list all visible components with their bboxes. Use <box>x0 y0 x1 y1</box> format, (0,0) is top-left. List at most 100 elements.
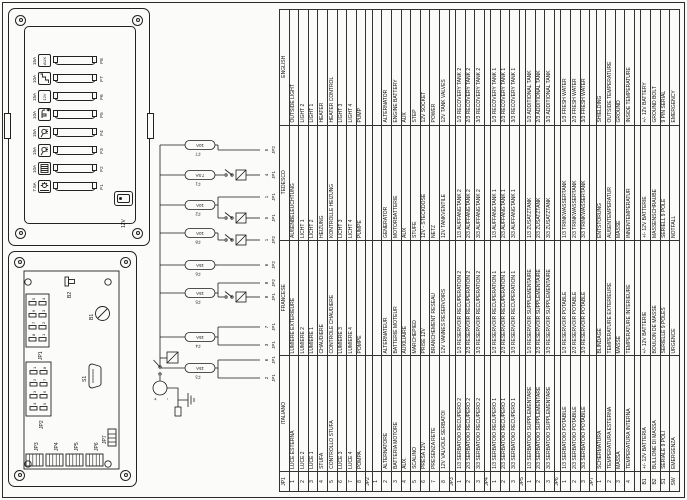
fuse-holder <box>53 164 97 174</box>
table-cell: 12V VANNES RESERVOIRS <box>439 240 449 356</box>
svg-text:7.5A: 7.5A <box>195 173 204 178</box>
table-cell: POMPE <box>356 240 366 356</box>
table-cell: 3/3 AUFFANGTANK 2 <box>474 125 485 241</box>
svg-text:F1: F1 <box>195 182 201 187</box>
table-cell: +/- 12V BATTERIE <box>640 125 651 241</box>
fuse-rating: 7.5A <box>32 182 37 192</box>
table-cell: MASSE <box>615 240 625 356</box>
svg-text:F5: F5 <box>195 300 201 305</box>
svg-text:F3: F3 <box>195 375 201 380</box>
table-cell: LIGHT 4 <box>346 9 357 126</box>
fuse-rating: 10A <box>32 74 37 84</box>
table-cell: POMPA <box>356 355 366 472</box>
pump-icon <box>38 109 51 122</box>
table-cell: 1 <box>596 471 606 492</box>
table-cell: 3 <box>474 471 485 492</box>
fuse-holder <box>53 128 97 138</box>
table-row: 1 <box>372 9 382 492</box>
svg-text:4: 4 <box>264 173 269 176</box>
table-cell: 3 <box>615 471 625 492</box>
svg-text:1: 1 <box>32 366 37 369</box>
svg-text:+: + <box>153 397 159 400</box>
table-cell: LUCE 3 <box>337 355 347 472</box>
svg-text:10A: 10A <box>196 203 204 208</box>
column-header: ENGLISH <box>279 9 290 126</box>
svg-text:1: 1 <box>41 333 46 336</box>
table-cell: 3/3 AUFFANGTANK 1 <box>509 125 520 241</box>
table-cell: ALTERNATOR <box>381 9 392 126</box>
fuse-designator: F8 <box>99 58 104 64</box>
table-cell: 1 <box>525 471 536 492</box>
table-cell: 2 <box>381 471 392 492</box>
table-cell: +/- 12V BATTERIE <box>640 240 651 356</box>
svg-text:JP1: JP1 <box>271 374 276 382</box>
svg-text:JP6: JP6 <box>94 442 100 451</box>
table-cell: 12V TANK VALVES <box>439 9 449 126</box>
svg-text:JP2: JP2 <box>39 420 45 429</box>
svg-text:JP1: JP1 <box>271 193 276 201</box>
table-cell: AUXILIAIRE <box>401 240 411 356</box>
svg-text:JP1: JP1 <box>38 351 44 360</box>
table-cell: 3 <box>509 471 520 492</box>
aux-label: AUX <box>42 56 47 66</box>
svg-text:2: 2 <box>32 378 37 381</box>
svg-text:8: 8 <box>31 333 36 336</box>
table-cell: 3/3 RESERVOIR RECUPERATION 1 <box>509 240 520 356</box>
svg-text:F8: F8 <box>195 240 201 245</box>
heater-icon <box>38 163 51 176</box>
table-cell: LUMIERE 4 <box>346 240 357 356</box>
table-cell: 2/3 FRESH WATER <box>570 9 581 126</box>
svg-text:10A: 10A <box>196 143 204 148</box>
table-cell: OUTSIDE LIGHT <box>289 9 299 126</box>
fuse-rating: 10A <box>32 110 37 120</box>
table-cell: MOTORBATTERIE <box>391 125 402 241</box>
svg-text:6: 6 <box>264 263 269 266</box>
12v-label: 12V <box>42 93 47 101</box>
table-row: B1+/- 12V BATTERIA+/- 12V BATTERIE+/- 12… <box>640 9 651 492</box>
rocker-switch-label: 12V <box>121 219 127 228</box>
svg-text:JP1: JP1 <box>271 356 276 364</box>
table-cell: 3 <box>544 471 555 492</box>
table-cell: 3/3 TRINKWASSERTANK <box>580 125 590 241</box>
fuse-designator: F2 <box>99 166 104 172</box>
table-cell: BLINDAGE <box>596 240 606 356</box>
12v-rocker-switch <box>114 191 133 206</box>
table-cell: 12V VALVOLE SERBATOI <box>439 355 449 472</box>
table-cell: 1/3 ZUSATZTANK <box>525 125 536 241</box>
table-cell: 2 <box>465 471 475 492</box>
table-cell: 1 <box>289 471 299 492</box>
table-cell: 3/3 SERBATOIO POTABILE <box>580 355 590 472</box>
table-cell: PRISE 12V <box>420 240 430 356</box>
table-cell: SHIELDING <box>596 9 606 126</box>
svg-text:15A: 15A <box>196 263 204 268</box>
table-cell: 8 <box>356 471 366 492</box>
svg-text:6: 6 <box>31 309 36 312</box>
svg-text:3: 3 <box>41 309 46 312</box>
table-cell: 1/3 FRESH WATER <box>560 9 571 126</box>
table-cell: LUMIERE 1 <box>308 240 318 356</box>
table-cell: LICHT 3 <box>337 125 347 241</box>
fuse-holder <box>53 110 97 120</box>
table-cell: MASSENSCHRAUBE <box>650 125 661 241</box>
svg-text:5: 5 <box>264 148 269 151</box>
svg-text:2: 2 <box>264 376 269 379</box>
table-cell: 3/3 RESERVOIR SUPPLEMENTAIRE <box>544 240 555 356</box>
table-cell: 3/3 ZUSATZTANK <box>544 125 555 241</box>
table-cell: 8 <box>439 471 449 492</box>
table-cell: 2/3 ZUSATZTANK <box>535 125 545 241</box>
table-cell: 3/3 RECOVERY TANK 2 <box>474 9 485 126</box>
table-cell: POWER <box>429 9 440 126</box>
svg-text:JP5: JP5 <box>74 442 80 451</box>
table-cell: 1/3 AUFFANGTANK 2 <box>455 125 465 241</box>
